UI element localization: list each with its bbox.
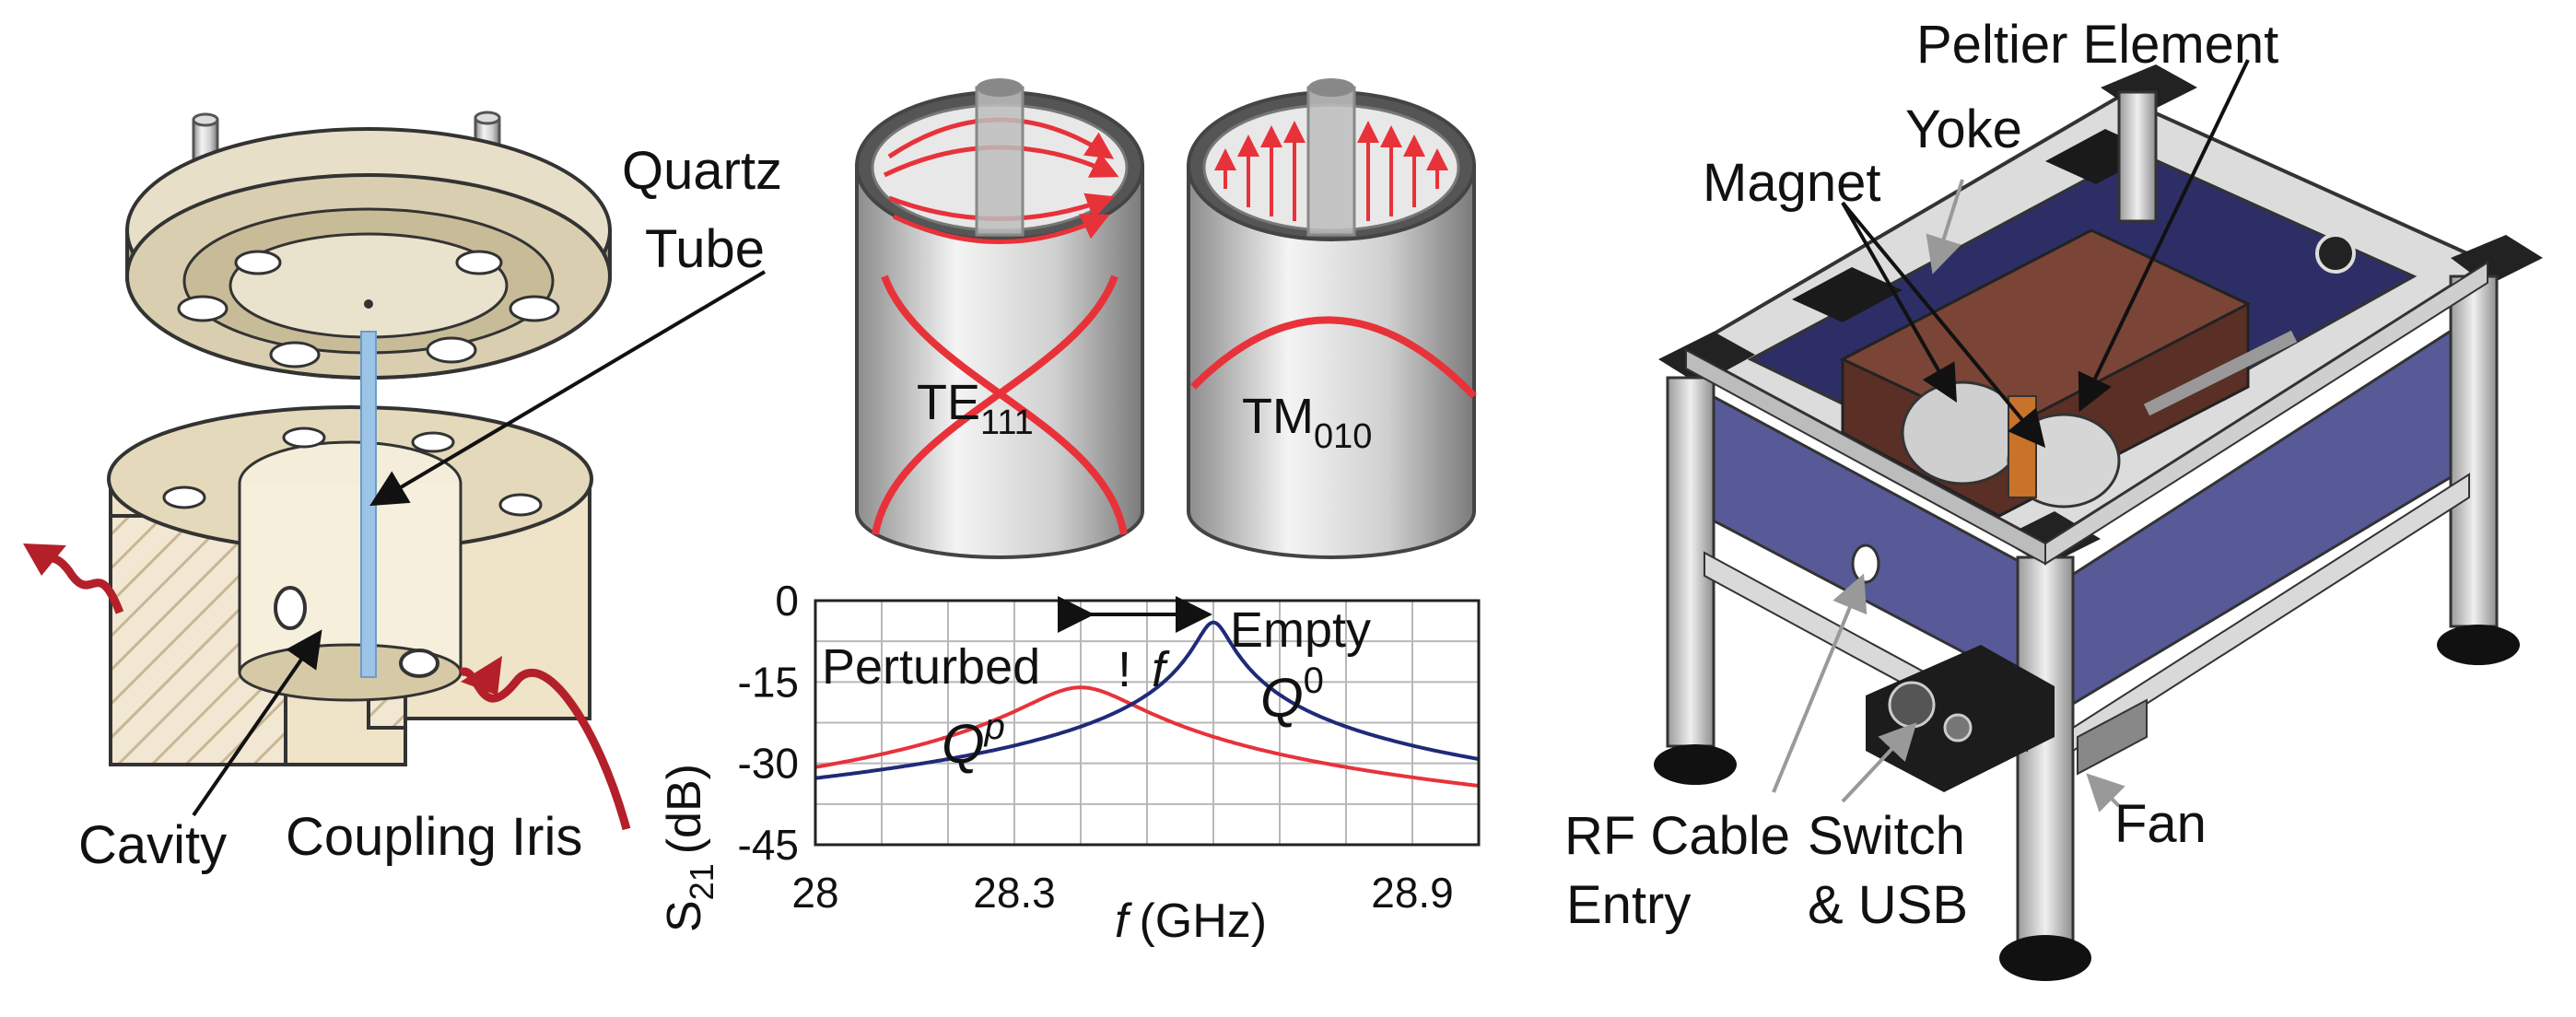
coupling-iris-label: Coupling Iris xyxy=(286,807,582,867)
cavity-panel: Quartz Tube Cavity Coupling Iris xyxy=(23,111,782,875)
y-tick-label: -30 xyxy=(738,740,799,788)
y-axis-label: S21(dB) xyxy=(658,764,720,932)
quartz-tube-pointer xyxy=(369,270,767,507)
frequency-shift-annotation: !f xyxy=(1058,596,1212,697)
modes-panel: TE111 TM010 xyxy=(855,78,1477,559)
setup-pointers xyxy=(1772,59,2250,812)
setup-enclosure-illustration xyxy=(1654,64,2543,981)
empty-series-label: Empty xyxy=(1230,602,1371,658)
s21-chart: 28 28.3 28.9 0 -15 -30 -45 S21(dB) f(GHz) !f P… xyxy=(658,577,1481,948)
yoke-label: Yoke xyxy=(1905,99,2022,159)
cavity-pointer xyxy=(192,629,322,817)
perturbed-q-label: Qp xyxy=(942,707,1005,775)
x-tick-label: 28.3 xyxy=(973,869,1056,917)
peltier-label: Peltier Element xyxy=(1916,15,2278,75)
x-tick-label: 28.9 xyxy=(1371,869,1454,917)
quartz-tube-illustration xyxy=(360,331,377,678)
chart-grid xyxy=(815,601,1479,845)
y-tick-label: -15 xyxy=(738,658,799,706)
switch-label-line2: & USB xyxy=(1808,875,1968,935)
x-tick-label: 28 xyxy=(791,869,838,917)
perturbed-series-line xyxy=(814,685,1480,788)
switch-label-line1: Switch xyxy=(1808,806,1965,866)
perturbed-series-label: Perturbed xyxy=(822,639,1040,695)
quartz-label-line2: Tube xyxy=(645,219,765,279)
tm-mode-cylinder: TM010 xyxy=(1187,78,1477,559)
tm-field-lines xyxy=(1214,121,1448,221)
tm-mode-label: TM010 xyxy=(1242,389,1372,456)
chart-series xyxy=(814,620,1480,788)
empty-series-line xyxy=(814,620,1480,780)
quartz-label-line1: Quartz xyxy=(622,141,782,201)
rf-cable-label-line2: Entry xyxy=(1566,875,1691,935)
y-tick-label: 0 xyxy=(775,577,799,625)
te-mode-label: TE111 xyxy=(917,375,1034,442)
fan-label: Fan xyxy=(2114,794,2207,854)
svg-text:!f: !f xyxy=(1118,642,1170,697)
te-mode-cylinder: TE111 xyxy=(855,78,1144,559)
y-tick-label: -45 xyxy=(738,821,799,869)
cavity-label: Cavity xyxy=(78,815,227,875)
cavity-lid-illustration xyxy=(125,111,612,380)
microwave-out-arrow xyxy=(23,544,124,614)
magnet-label: Magnet xyxy=(1703,153,1880,213)
cavity-body-illustration xyxy=(107,405,593,766)
microwave-in-arrow xyxy=(458,656,631,831)
chart-ticks: 28 28.3 28.9 0 -15 -30 -45 xyxy=(738,577,1454,917)
x-axis-label: f(GHz) xyxy=(1115,894,1267,948)
empty-q-label: Q0 xyxy=(1260,660,1324,729)
setup-panel: Peltier Element Yoke Magnet RF Cable Ent… xyxy=(1564,15,2543,981)
rf-cable-label-line1: RF Cable xyxy=(1564,806,1790,866)
